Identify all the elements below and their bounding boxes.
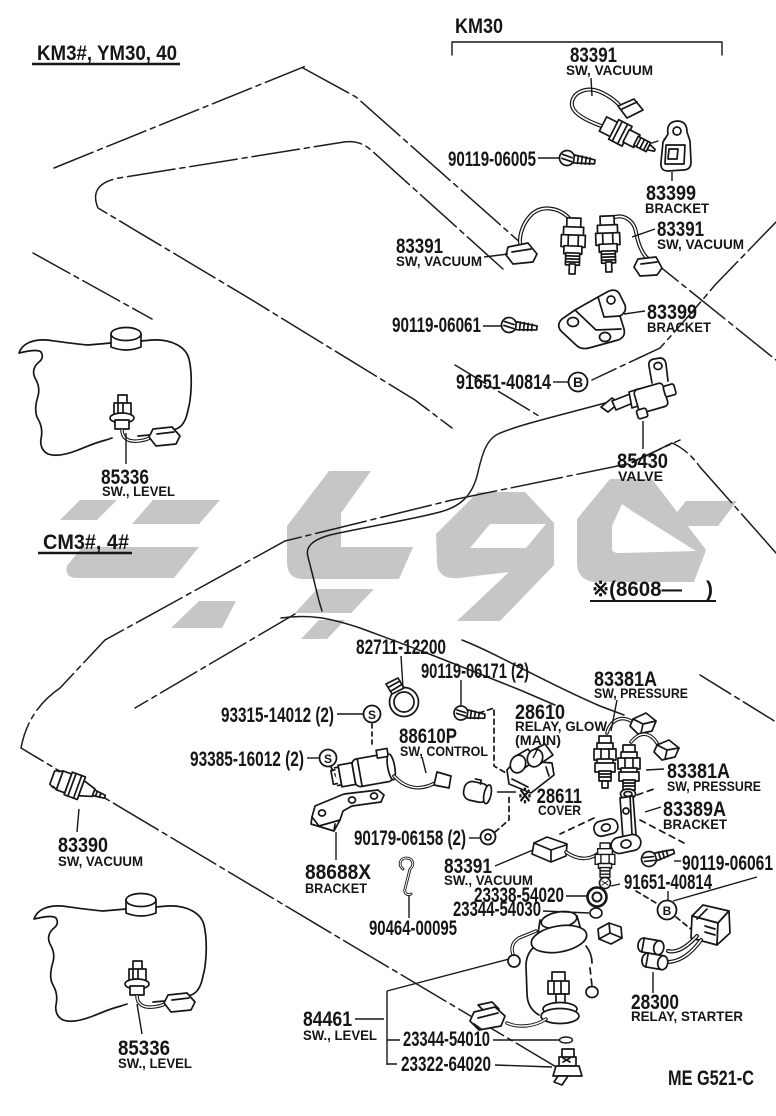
svg-text:82711-12200: 82711-12200 (356, 636, 446, 659)
svg-text:83389A: 83389A (663, 798, 726, 821)
svg-text:SW., LEVEL: SW., LEVEL (118, 1055, 192, 1071)
svg-text:85336: 85336 (101, 466, 149, 489)
svg-text:SW, VACUUM: SW, VACUUM (657, 236, 744, 252)
svg-text:ME G521-C: ME G521-C (668, 1067, 754, 1090)
svg-text:BRACKET: BRACKET (647, 319, 711, 335)
svg-text:SW, PRESSURE: SW, PRESSURE (667, 778, 761, 794)
svg-text:90119-06005: 90119-06005 (448, 148, 536, 171)
svg-text:90119-06061: 90119-06061 (392, 314, 481, 337)
svg-text:SW, VACUUM: SW, VACUUM (58, 853, 143, 869)
svg-text:RELAY, STARTER: RELAY, STARTER (631, 1008, 743, 1024)
svg-text:85336: 85336 (118, 1037, 170, 1060)
svg-text:SW., LEVEL: SW., LEVEL (303, 1027, 377, 1043)
svg-text:90464-00095: 90464-00095 (369, 917, 457, 940)
svg-text:91651-40814: 91651-40814 (456, 371, 551, 394)
svg-text:VALVE: VALVE (618, 468, 663, 484)
svg-text:SW, PRESSURE: SW, PRESSURE (594, 685, 688, 701)
svg-text:CM3#, 4#: CM3#, 4# (43, 531, 129, 554)
svg-text:※(8608—: ※(8608— (592, 578, 682, 601)
svg-text:88688X: 88688X (305, 861, 371, 884)
svg-text:SW., VACUUM: SW., VACUUM (444, 872, 533, 888)
svg-text:28300: 28300 (631, 991, 679, 1014)
svg-text:23322-64020: 23322-64020 (401, 1053, 491, 1076)
svg-text:S: S (368, 708, 376, 722)
svg-text:83381A: 83381A (667, 760, 730, 783)
svg-text:90119-06171 (2): 90119-06171 (2) (421, 660, 529, 683)
svg-text:83391: 83391 (444, 855, 492, 878)
svg-text:B: B (573, 374, 583, 390)
svg-text:(MAIN): (MAIN) (515, 732, 561, 748)
svg-text:RELAY, GLOW: RELAY, GLOW (515, 718, 608, 734)
svg-text:83391: 83391 (396, 235, 443, 258)
svg-text:SW, CONTROL: SW, CONTROL (400, 743, 488, 759)
svg-text:): ) (706, 578, 713, 601)
svg-text:23338-54020: 23338-54020 (474, 884, 564, 907)
svg-text:88610P: 88610P (399, 725, 457, 748)
svg-text:23344-54030: 23344-54030 (453, 898, 541, 921)
svg-text:90179-06158 (2): 90179-06158 (2) (354, 827, 466, 850)
svg-text:83391: 83391 (657, 218, 704, 241)
svg-text:SW, VACUUM: SW, VACUUM (396, 253, 482, 269)
svg-text:90119-06061: 90119-06061 (682, 852, 773, 875)
svg-text:B: B (663, 904, 672, 918)
svg-text:85430: 85430 (617, 450, 668, 473)
svg-text:83391: 83391 (570, 44, 617, 67)
svg-text:KM3#, YM30, 40: KM3#, YM30, 40 (37, 42, 177, 65)
svg-text:23344-54010: 23344-54010 (403, 1028, 490, 1051)
svg-text:28610: 28610 (515, 701, 565, 724)
svg-text:83399: 83399 (646, 182, 696, 205)
svg-text:83390: 83390 (58, 834, 108, 857)
svg-text:93385-16012 (2): 93385-16012 (2) (190, 748, 304, 771)
svg-text:BRACKET: BRACKET (645, 200, 709, 216)
svg-text:83399: 83399 (647, 301, 697, 324)
svg-text:BRACKET: BRACKET (663, 816, 727, 832)
svg-text:SW, VACUUM: SW, VACUUM (566, 62, 653, 78)
svg-text:83381A: 83381A (594, 668, 657, 691)
svg-text:BRACKET: BRACKET (305, 880, 367, 896)
svg-text:S: S (324, 752, 332, 766)
svg-text:84461: 84461 (303, 1008, 352, 1031)
svg-text:KM30: KM30 (455, 15, 503, 38)
svg-text:91651-40814: 91651-40814 (624, 871, 712, 894)
svg-text:93315-14012 (2): 93315-14012 (2) (221, 704, 334, 727)
svg-text:SW., LEVEL: SW., LEVEL (102, 483, 175, 499)
svg-text:※ 28611: ※ 28611 (518, 785, 582, 808)
svg-text:COVER: COVER (538, 802, 581, 818)
